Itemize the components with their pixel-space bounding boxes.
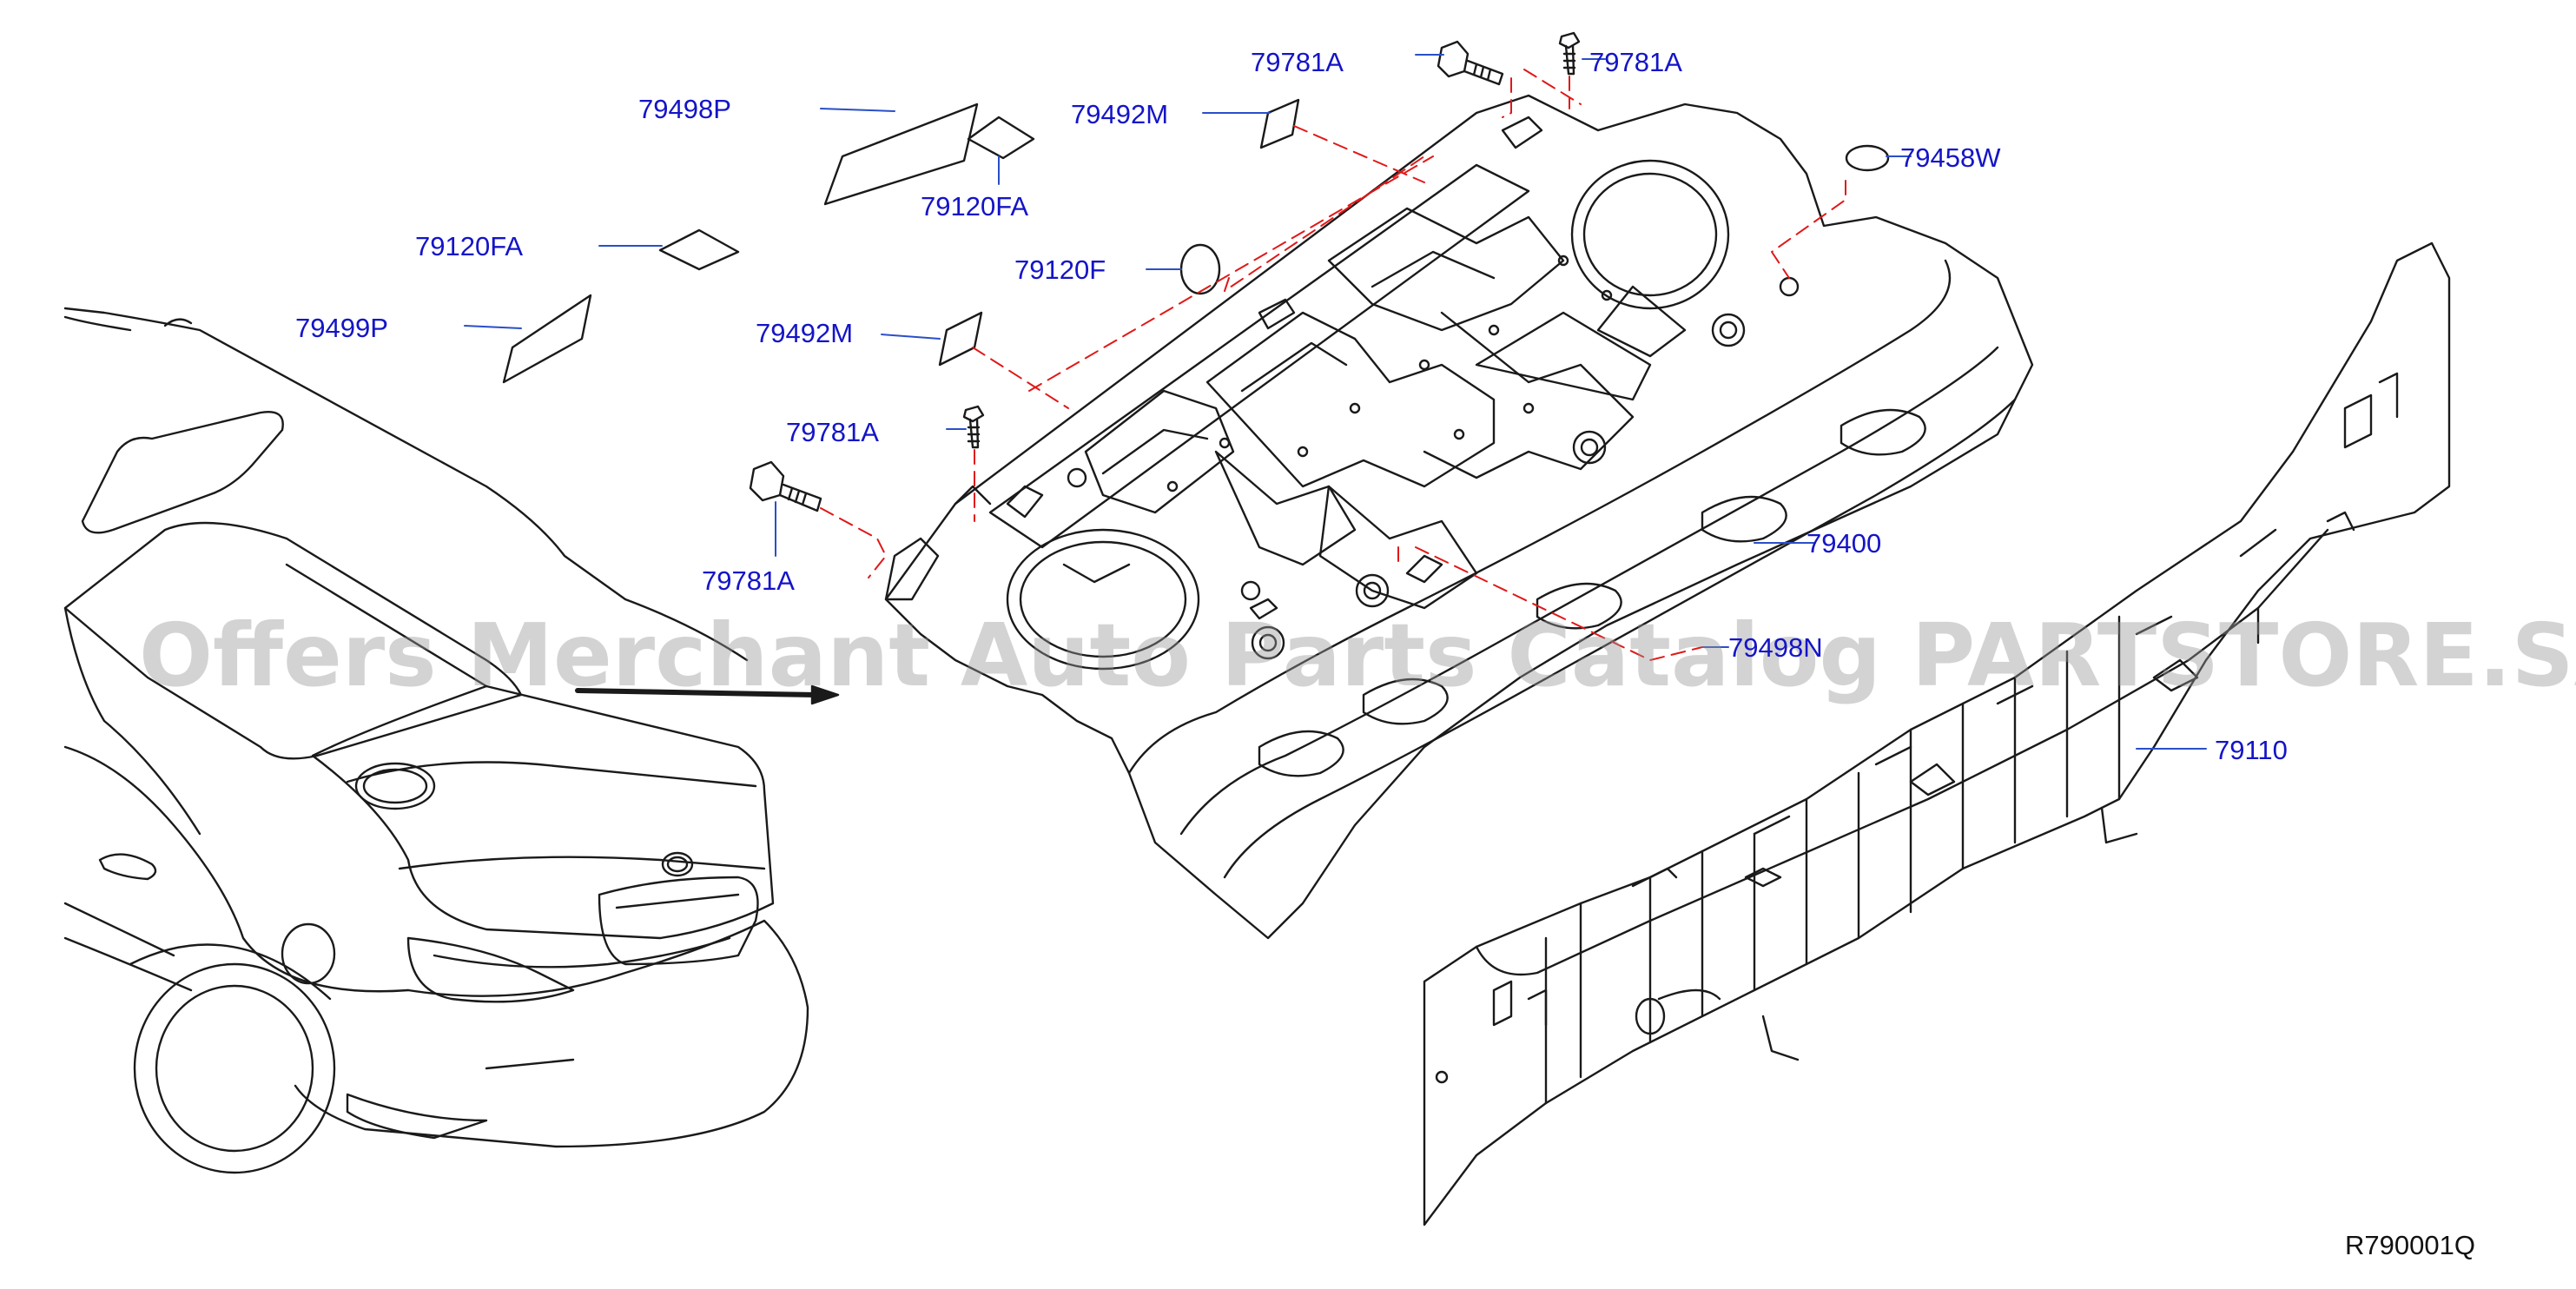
callout-79498N: 79498N [1728, 632, 1823, 663]
callout-79499P: 79499P [295, 313, 388, 343]
callout-79781A-4: 79781A [702, 565, 795, 596]
callout-79492M-top: 79492M [1071, 99, 1169, 129]
pad-79498P [823, 102, 979, 206]
callout-79458W: 79458W [1900, 142, 2001, 173]
callout-79120F: 79120F [1014, 254, 1106, 285]
alignment-lines [820, 69, 1846, 661]
callout-79781A-1: 79781A [1251, 47, 1344, 77]
vehicle-illustration [63, 307, 809, 1174]
pad-79120FA-top [967, 116, 1035, 160]
callout-79120FA-top: 79120FA [921, 191, 1029, 221]
callout-79400: 79400 [1807, 528, 1882, 559]
rear-floor-panel-79400 [884, 94, 2034, 940]
bolt-79781A-3 [962, 405, 985, 449]
direction-arrow [575, 684, 840, 705]
pad-79499P [502, 294, 592, 384]
bolt-79781A-1 [1437, 40, 1504, 86]
plug-79458W [1845, 144, 1890, 172]
rear-panel-79110 [1423, 241, 2451, 1226]
callout-79781A-2: 79781A [1589, 47, 1682, 77]
pad-79492M-left [938, 311, 983, 367]
leader-lines [464, 54, 2207, 750]
bolt-79781A-4 [749, 460, 822, 512]
plug-79120F [1179, 243, 1221, 295]
callout-79120FA-left: 79120FA [415, 231, 524, 261]
callout-79498P: 79498P [638, 94, 731, 124]
pad-79492M-top [1259, 98, 1300, 149]
watermark-text: Offers Merchant Auto Parts Catalog PARTS… [139, 605, 2576, 706]
callout-79781A-3: 79781A [786, 417, 879, 447]
callout-79492M-left: 79492M [756, 318, 854, 348]
diagram-id: R790001Q [2345, 1230, 2475, 1260]
pad-79120FA-left [658, 228, 740, 271]
bolt-79781A-2 [1558, 31, 1581, 76]
callout-79110: 79110 [2215, 735, 2288, 765]
